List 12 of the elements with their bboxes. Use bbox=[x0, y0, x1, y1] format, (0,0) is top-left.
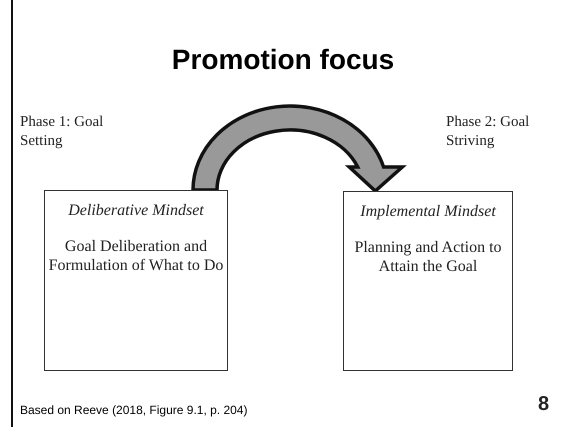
phase-label: Phase 1: Goal Setting bbox=[20, 113, 104, 151]
curved-arrow bbox=[191, 104, 404, 193]
box-text: Goal Deliberation and Formulation of What to Do bbox=[48, 237, 224, 275]
source-note: Based on Reeve (2018, Figure 9.1, p. 204) bbox=[20, 403, 248, 417]
box-heading: Deliberative Mindset bbox=[67, 201, 205, 220]
title: Promotion focus bbox=[170, 44, 396, 76]
box-text: Planning and Action to Attain the Goal bbox=[353, 238, 503, 276]
process-box bbox=[44, 190, 228, 371]
page-number: 8 bbox=[538, 393, 550, 416]
process-box bbox=[343, 191, 513, 371]
box-heading: Implemental Mindset bbox=[359, 202, 498, 221]
phase-label: Phase 2: Goal Striving bbox=[446, 113, 530, 151]
